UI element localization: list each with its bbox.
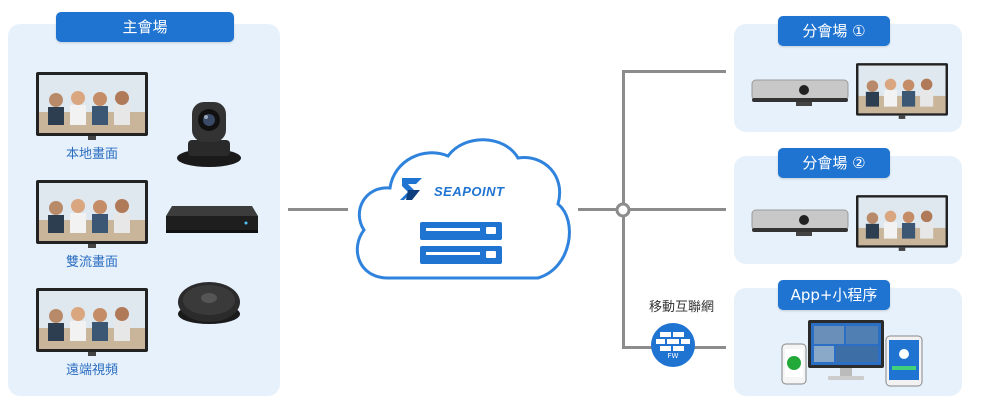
branch1-tv-screen [856, 63, 948, 119]
cloud-icon [355, 138, 571, 280]
line-main-to-cloud [288, 208, 348, 211]
branch-title-1: 分會場 ① [778, 16, 890, 46]
branch-title-2: 分會場 ② [778, 148, 890, 178]
app-title: App+小程序 [778, 280, 890, 310]
tv-remote-video-screen [36, 288, 148, 356]
line-cloud-to-hub [578, 208, 618, 211]
firewall-icon [651, 323, 695, 367]
devices-icon [781, 320, 923, 387]
label-remote-video: 遠端視頻 [65, 363, 118, 378]
mobile-internet-label: 移動互聯網 [649, 300, 715, 315]
server-icon [420, 222, 502, 264]
line-to-branch1 [622, 70, 726, 73]
tv-dual-stream-screen [36, 180, 148, 248]
codec-box-icon [166, 206, 258, 233]
speakerphone-icon [178, 282, 240, 324]
branch2-tv-screen [856, 195, 948, 251]
seapoint-logo-icon [400, 178, 422, 200]
label-dual-stream: 雙流畫面 [65, 255, 118, 270]
brand-name: SEAPOINT [434, 184, 505, 199]
ptz-camera-icon [177, 102, 241, 167]
video-bar-icon [751, 79, 849, 106]
hub-node [615, 202, 631, 218]
line-hub-to-branch2 [630, 208, 726, 211]
tv-local-screen [36, 72, 148, 140]
firewall-label: FW [667, 352, 679, 360]
main-venue-title: 主會場 [56, 12, 234, 42]
label-local-screen: 本地畫面 [65, 147, 118, 162]
video-bar-icon [751, 209, 849, 236]
